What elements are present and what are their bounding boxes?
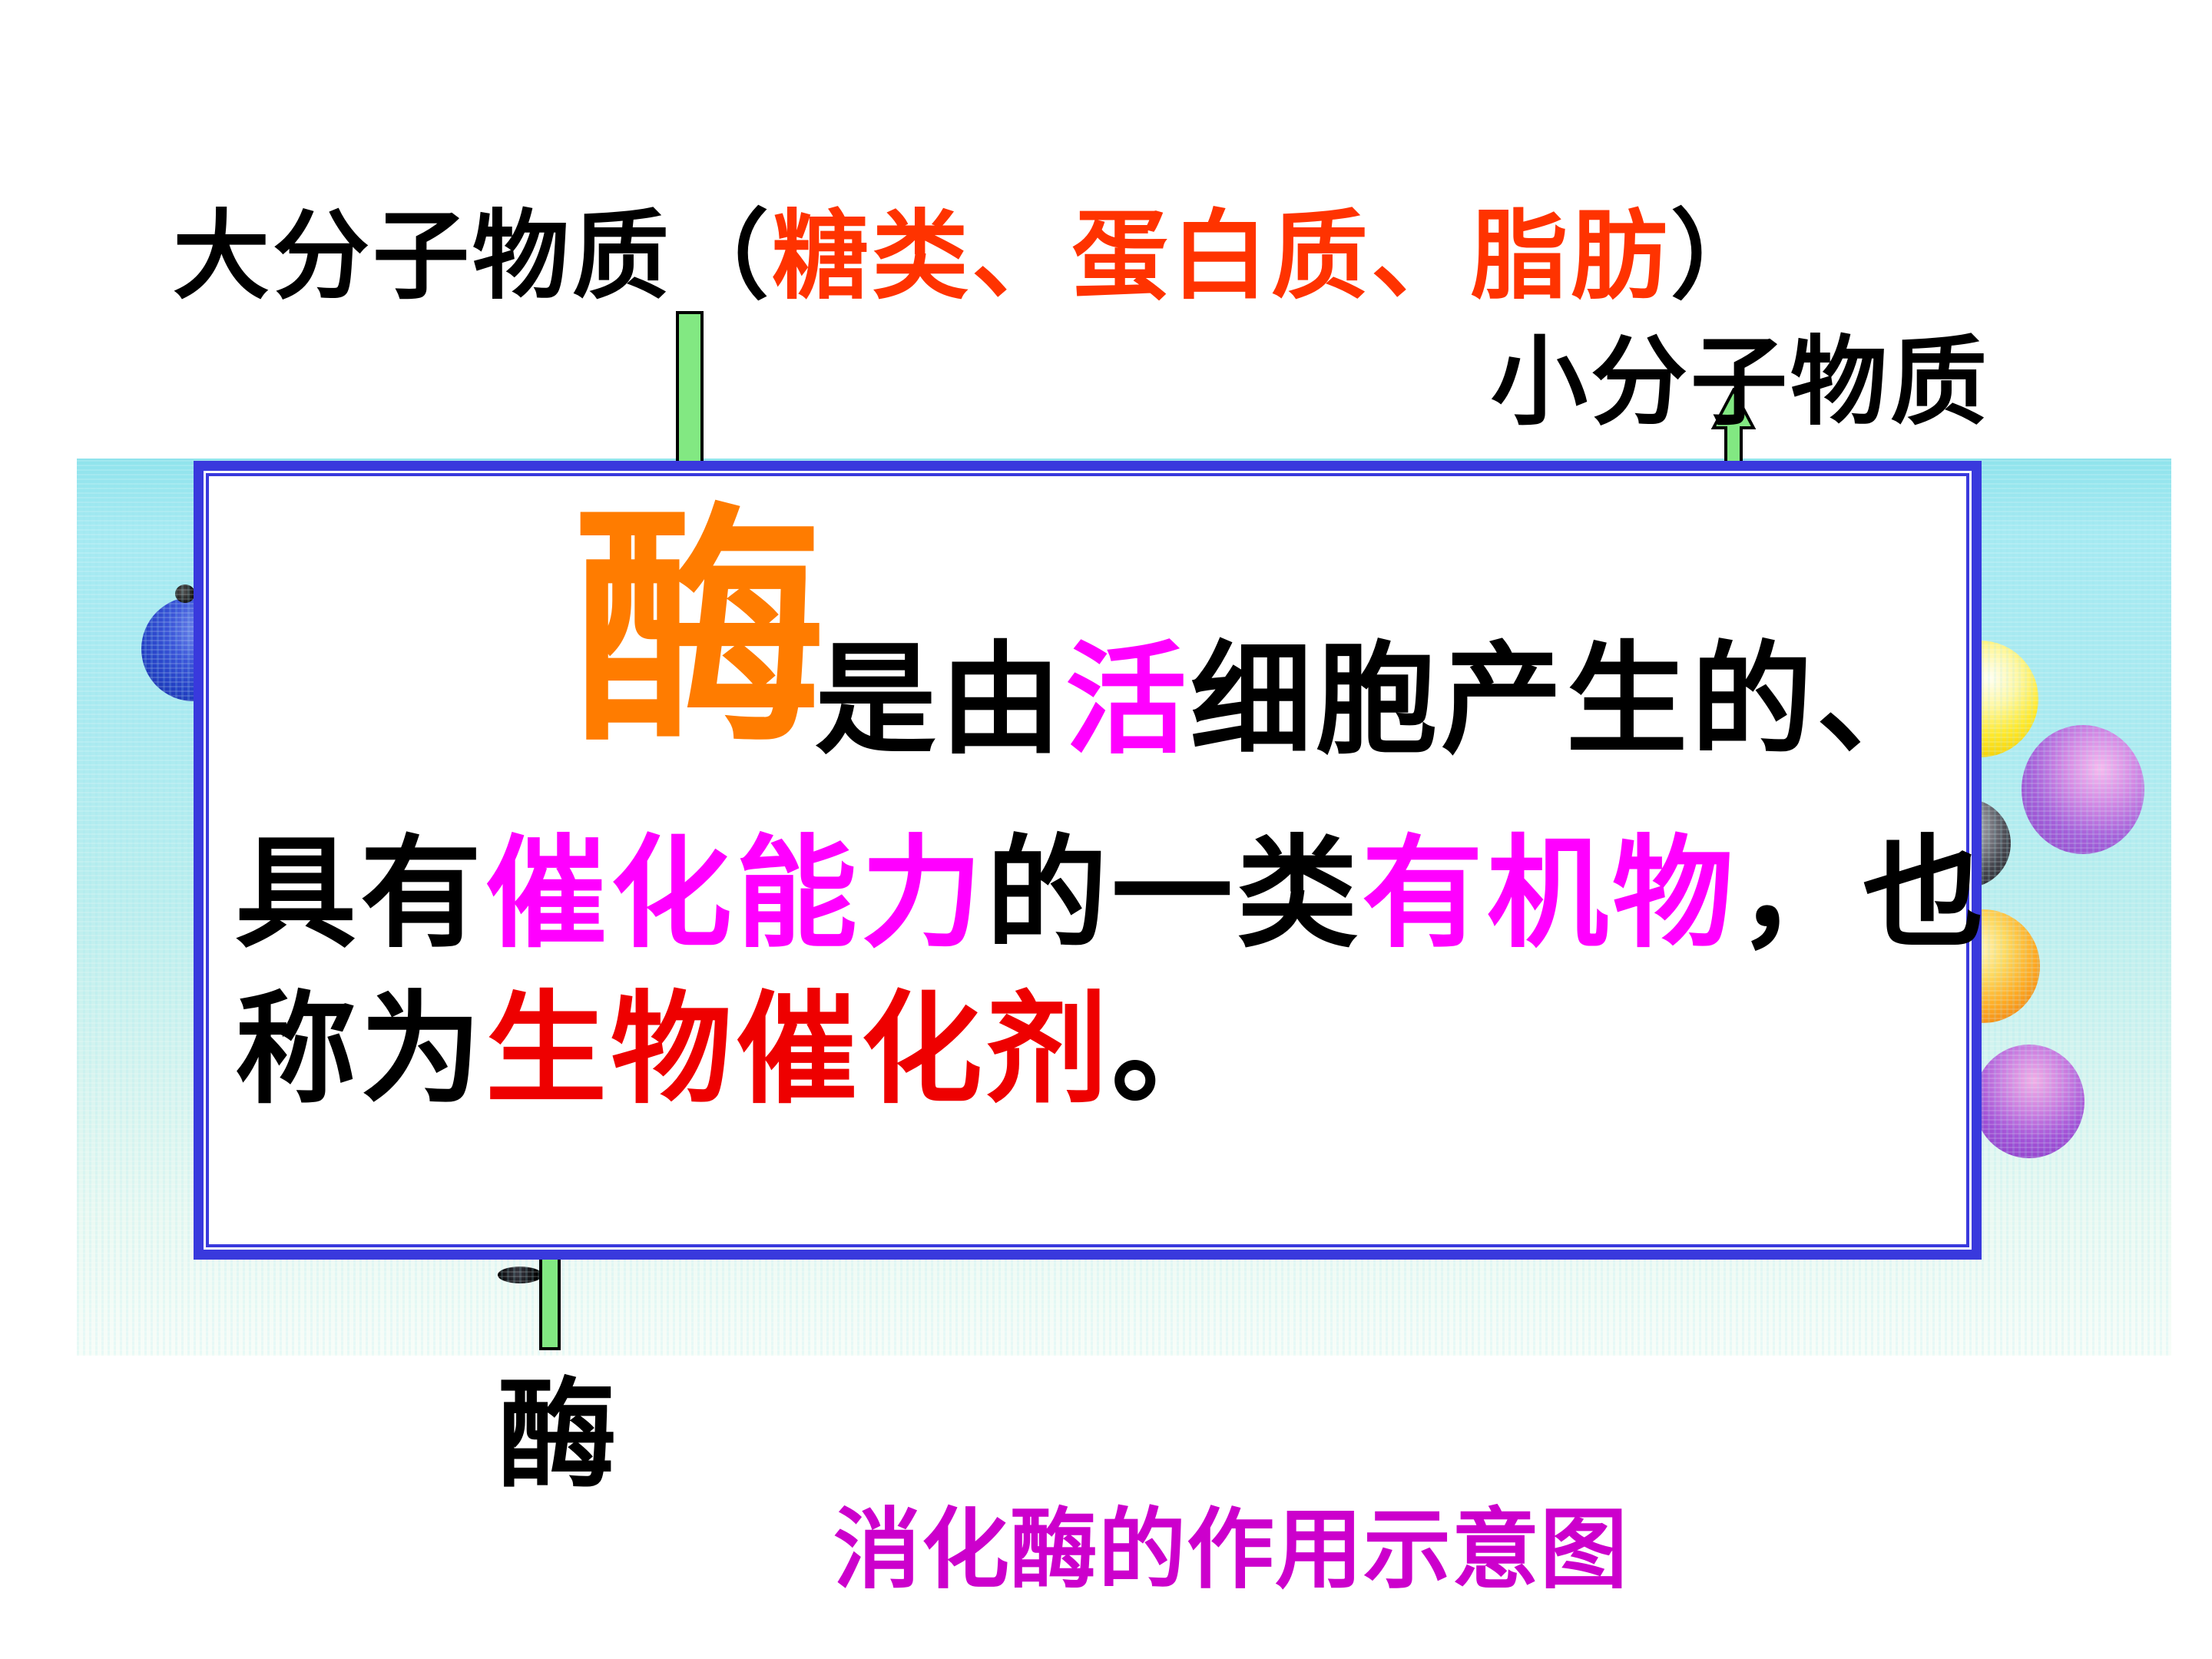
enzyme-label-bottom: 酶: [498, 1364, 617, 1505]
connector-bar-top: [676, 311, 704, 465]
slide-title: 大分子物质（糖类、蛋白质、脂肪）: [173, 202, 1770, 310]
ball-dark-sliver-bottom: [498, 1267, 542, 1283]
small-molecule-label: 小分子物质: [1491, 328, 1990, 436]
diagram-caption: 消化酶的作用示意图: [833, 1502, 1629, 1599]
ball-purple-lower: [1974, 1045, 2085, 1158]
big-enzyme-char: 酶: [573, 479, 826, 777]
definition-line-2: 具有催化能力的一类有机物，也: [235, 823, 1988, 965]
definition-box: 酶 是由活细胞产生的、 具有催化能力的一类有机物，也 称为生物催化剂。: [194, 461, 1984, 1260]
definition-line-1: 是由活细胞产生的、: [815, 629, 1942, 771]
definition-line-3: 称为生物催化剂。: [235, 979, 1237, 1121]
ball-dark-sliver-left: [175, 584, 195, 603]
ball-purple-upper: [2022, 725, 2144, 854]
connector-bar-bottom: [539, 1250, 561, 1350]
